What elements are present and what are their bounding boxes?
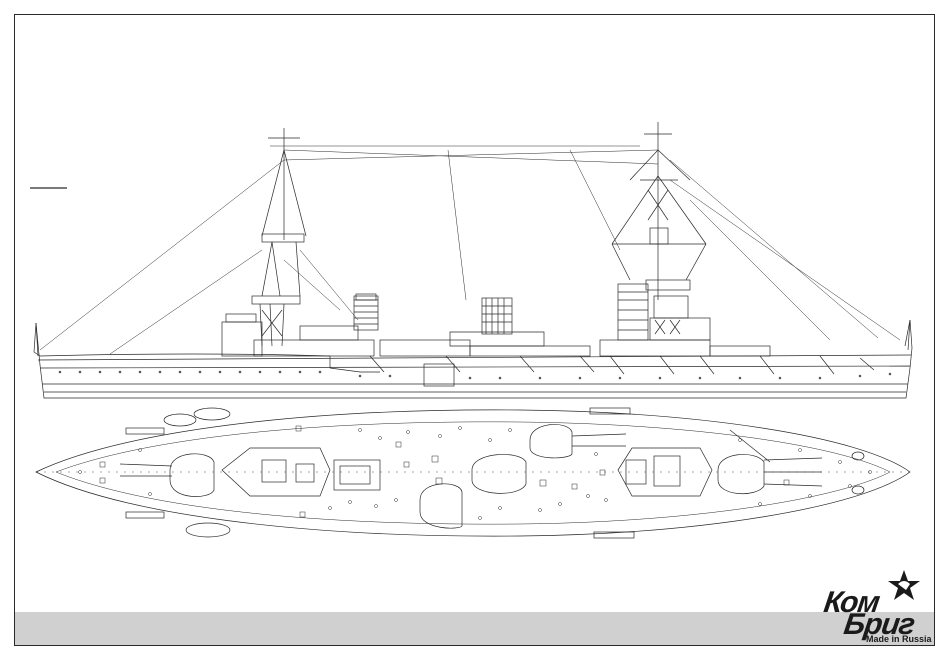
aft-mast [612, 122, 706, 318]
forward-funnel [356, 294, 376, 300]
star-icon [886, 568, 922, 604]
middle-funnel [482, 298, 512, 334]
turret-a [120, 454, 214, 497]
turret-q [472, 454, 526, 493]
aft-bridge [618, 448, 712, 496]
plan-view [36, 408, 910, 538]
deck-outline [36, 410, 910, 536]
kombrig-logo: Ком Бриг Made in Russia [808, 562, 938, 652]
forward-mast [252, 128, 306, 346]
deck-fittings [79, 426, 872, 520]
portholes [59, 371, 891, 379]
turret-x [530, 424, 626, 458]
aft-funnel [618, 284, 648, 340]
side-profile [34, 122, 912, 398]
turret-p [420, 484, 462, 528]
boat-booms [370, 356, 874, 374]
antenna-wires [40, 146, 900, 354]
forward-superstructure [222, 322, 262, 356]
logo-tagline: Made in Russia [866, 634, 932, 644]
turret-y [718, 454, 822, 493]
